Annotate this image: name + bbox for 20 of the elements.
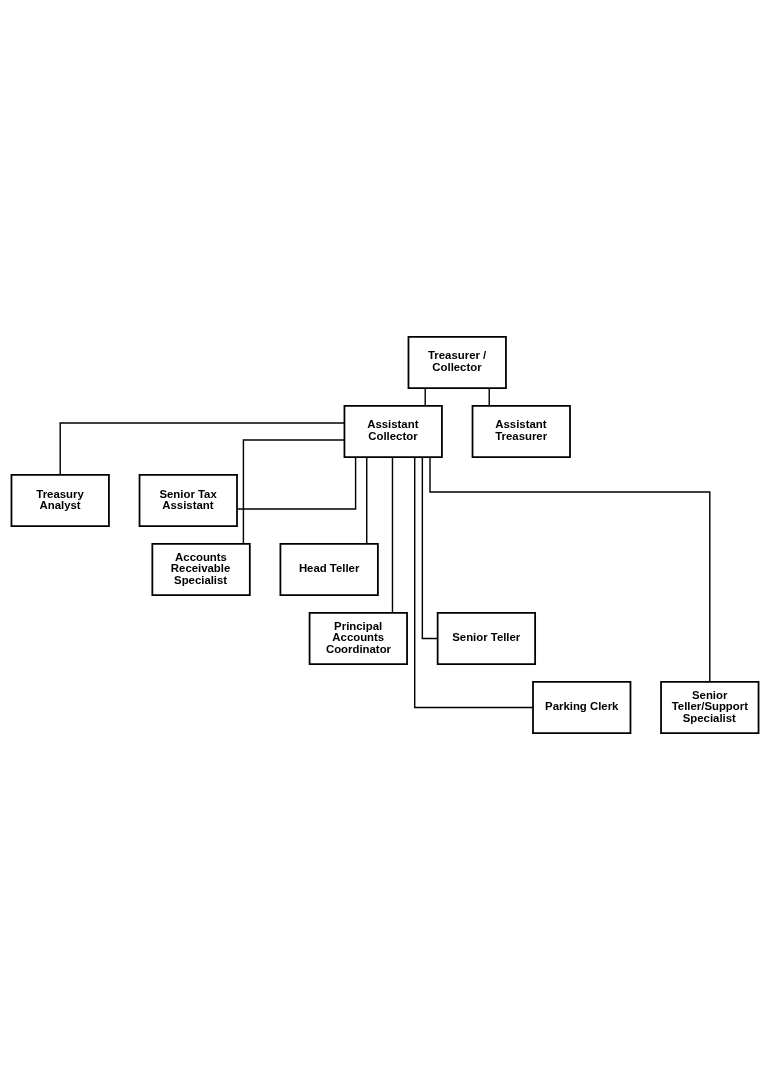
node-box: Treasury Analyst [10,474,110,527]
node-box: Accounts Receivable Specialist [151,543,251,596]
node-box: Senior Teller [436,612,536,666]
node-box: Treasurer / Collector [407,335,507,389]
node-box: Parking Clerk [532,681,632,735]
node-box: Assistant Treasurer [471,404,571,458]
node-box: Head Teller [279,543,379,596]
connector [429,456,711,683]
connector [421,456,439,640]
connector [414,456,534,709]
connector [59,422,346,476]
node-box: Senior Teller/Support Specialist [660,681,760,735]
connector [424,387,426,407]
connector [242,439,346,545]
connector [366,456,368,545]
node-box: Senior Tax Assistant [138,474,238,527]
node-box: Assistant Collector [343,404,443,458]
connector [391,456,394,614]
connector [236,456,357,510]
node-box: Principal Accounts Coordinator [308,612,408,666]
